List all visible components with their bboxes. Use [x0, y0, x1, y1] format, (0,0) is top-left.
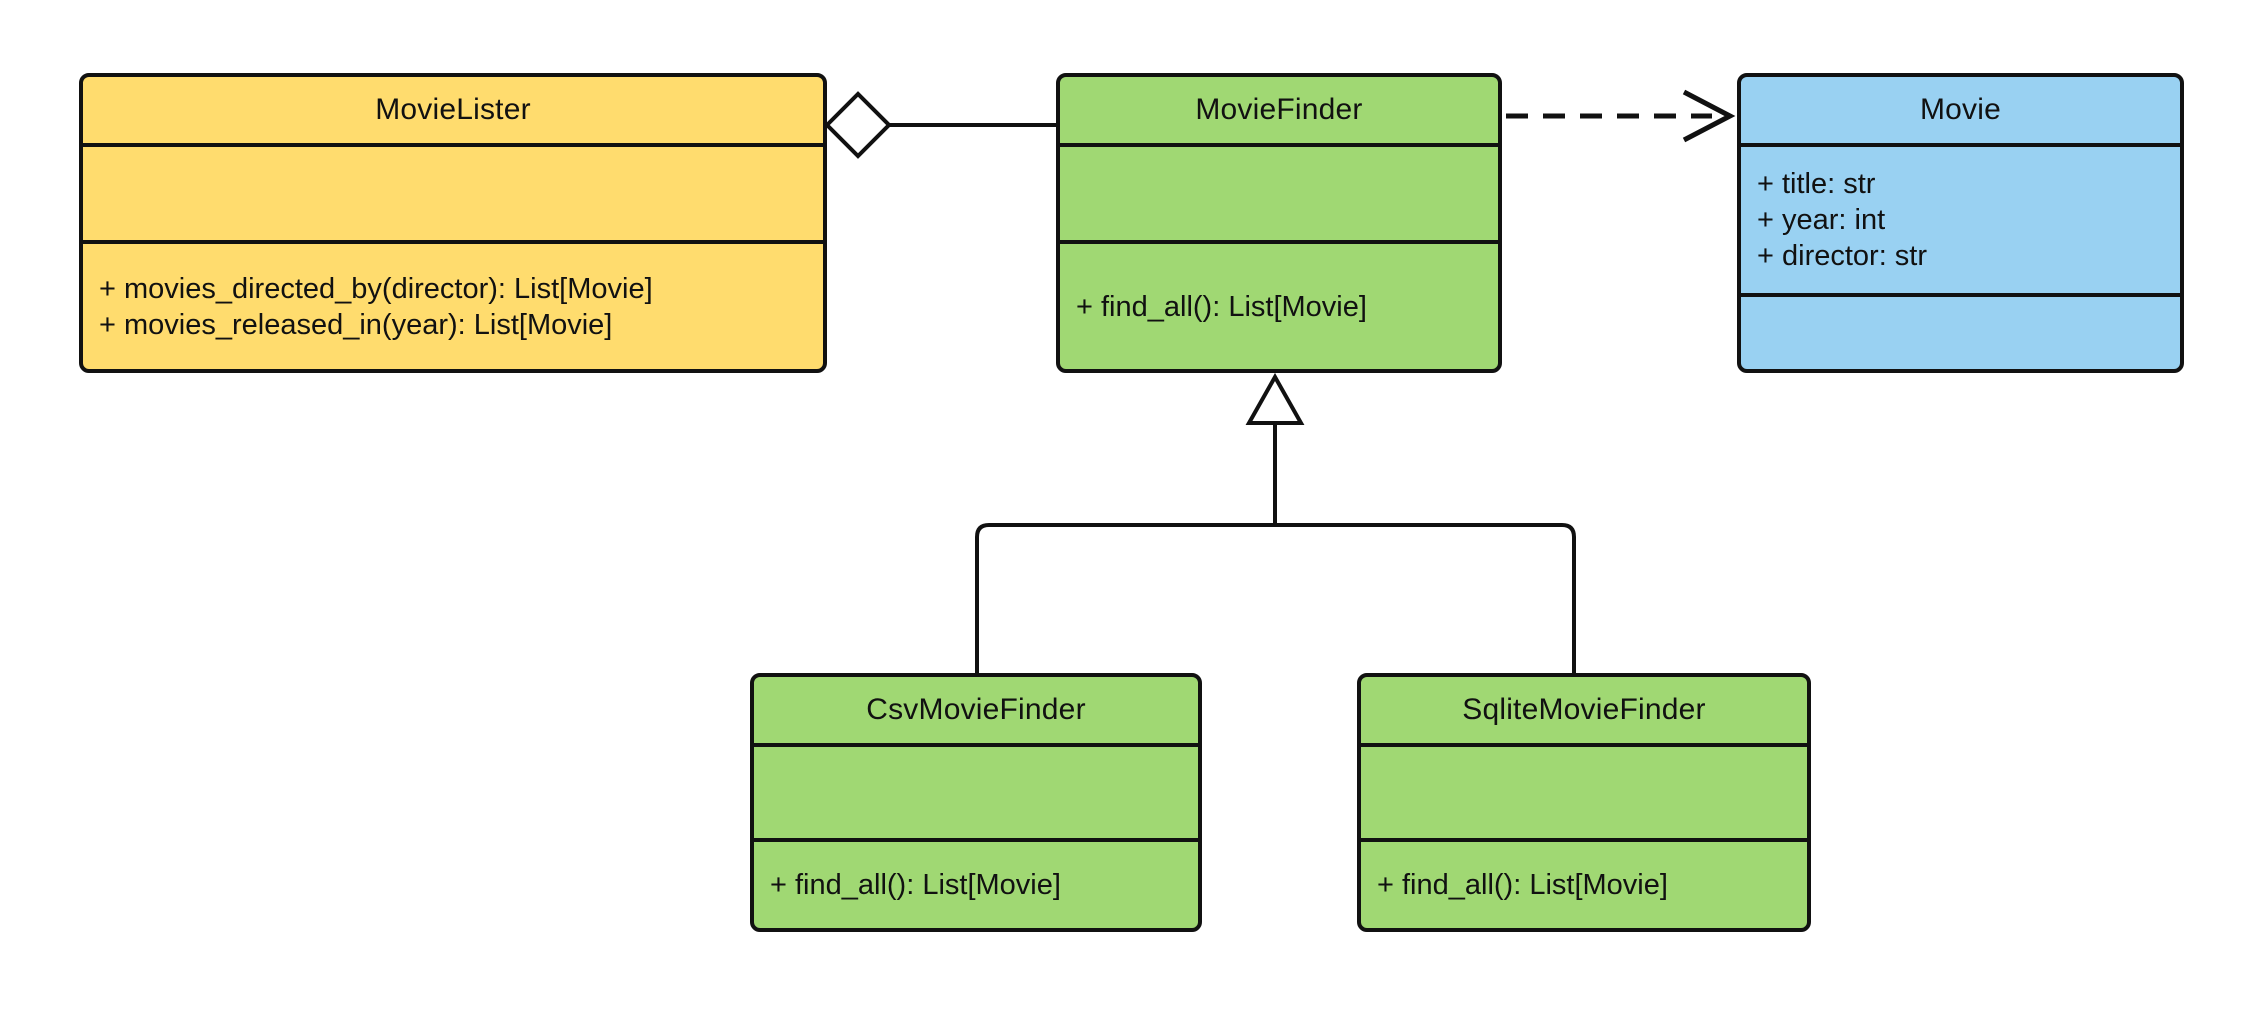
class-attributes-sqlite-movie-finder	[1361, 747, 1807, 842]
attribute-line: + year: int	[1757, 204, 1886, 236]
class-name-csv-movie-finder: CsvMovieFinder	[754, 677, 1198, 747]
class-box-movie-lister: MovieLister + movies_directed_by(directo…	[79, 73, 827, 373]
class-box-csv-movie-finder: CsvMovieFinder + find_all(): List[Movie]	[750, 673, 1202, 932]
method-line: + find_all(): List[Movie]	[770, 869, 1061, 901]
class-name-movie-finder: MovieFinder	[1060, 77, 1498, 147]
inheritance-triangle-icon	[1245, 372, 1305, 425]
class-methods-movie-finder: + find_all(): List[Movie]	[1060, 244, 1498, 369]
class-methods-csv-movie-finder: + find_all(): List[Movie]	[754, 842, 1198, 928]
method-line: + find_all(): List[Movie]	[1076, 290, 1367, 323]
class-box-sqlite-movie-finder: SqliteMovieFinder + find_all(): List[Mov…	[1357, 673, 1811, 932]
method-line: + movies_released_in(year): List[Movie]	[99, 308, 613, 341]
class-name-movie: Movie	[1741, 77, 2180, 147]
class-attributes-movie: + title: str + year: int + director: str	[1741, 147, 2180, 297]
aggregation-diamond-icon	[824, 91, 892, 159]
class-attributes-csv-movie-finder	[754, 747, 1198, 842]
class-methods-movie	[1741, 297, 2180, 369]
class-attributes-movie-finder	[1060, 147, 1498, 244]
dependency-arrowhead-icon	[1682, 89, 1736, 143]
inheritance-connector	[975, 372, 1576, 677]
attribute-line: + director: str	[1757, 240, 1928, 272]
class-name-movie-lister: MovieLister	[83, 77, 823, 147]
method-line: + movies_directed_by(director): List[Mov…	[99, 272, 653, 305]
class-name-sqlite-movie-finder: SqliteMovieFinder	[1361, 677, 1807, 747]
class-methods-movie-lister: + movies_directed_by(director): List[Mov…	[83, 244, 823, 369]
class-attributes-movie-lister	[83, 147, 823, 244]
class-box-movie-finder: MovieFinder + find_all(): List[Movie]	[1056, 73, 1502, 373]
method-line: + find_all(): List[Movie]	[1377, 869, 1668, 901]
aggregation-connector	[824, 91, 1056, 159]
attribute-line: + title: str	[1757, 168, 1876, 200]
dependency-connector	[1506, 89, 1736, 143]
class-methods-sqlite-movie-finder: + find_all(): List[Movie]	[1361, 842, 1807, 928]
class-box-movie: Movie + title: str + year: int + directo…	[1737, 73, 2184, 373]
